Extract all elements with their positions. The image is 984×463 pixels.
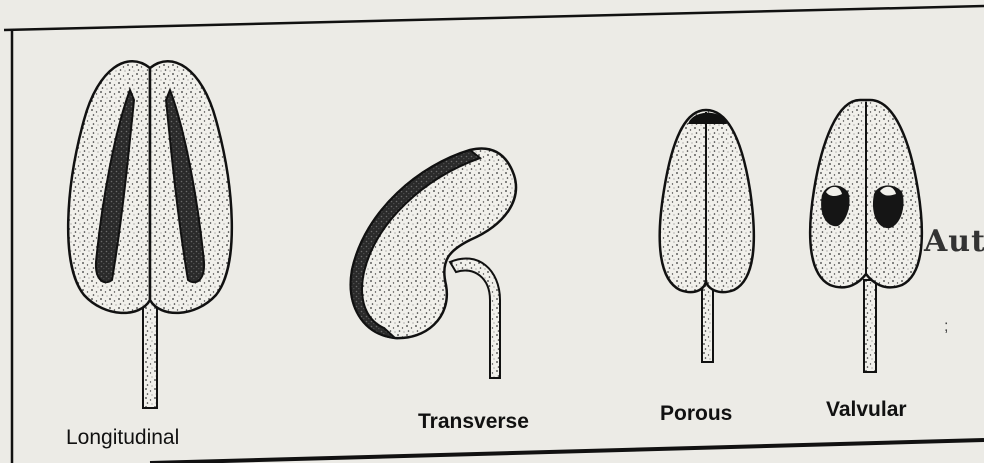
label-valvular: Valvular [826, 398, 907, 422]
label-porous: Porous [660, 402, 732, 426]
edge-mark: ; [944, 318, 948, 336]
label-longitudinal: Longitudinal [66, 426, 179, 450]
label-transverse: Transverse [418, 410, 529, 434]
cropped-edge-text: Auti [924, 224, 984, 259]
